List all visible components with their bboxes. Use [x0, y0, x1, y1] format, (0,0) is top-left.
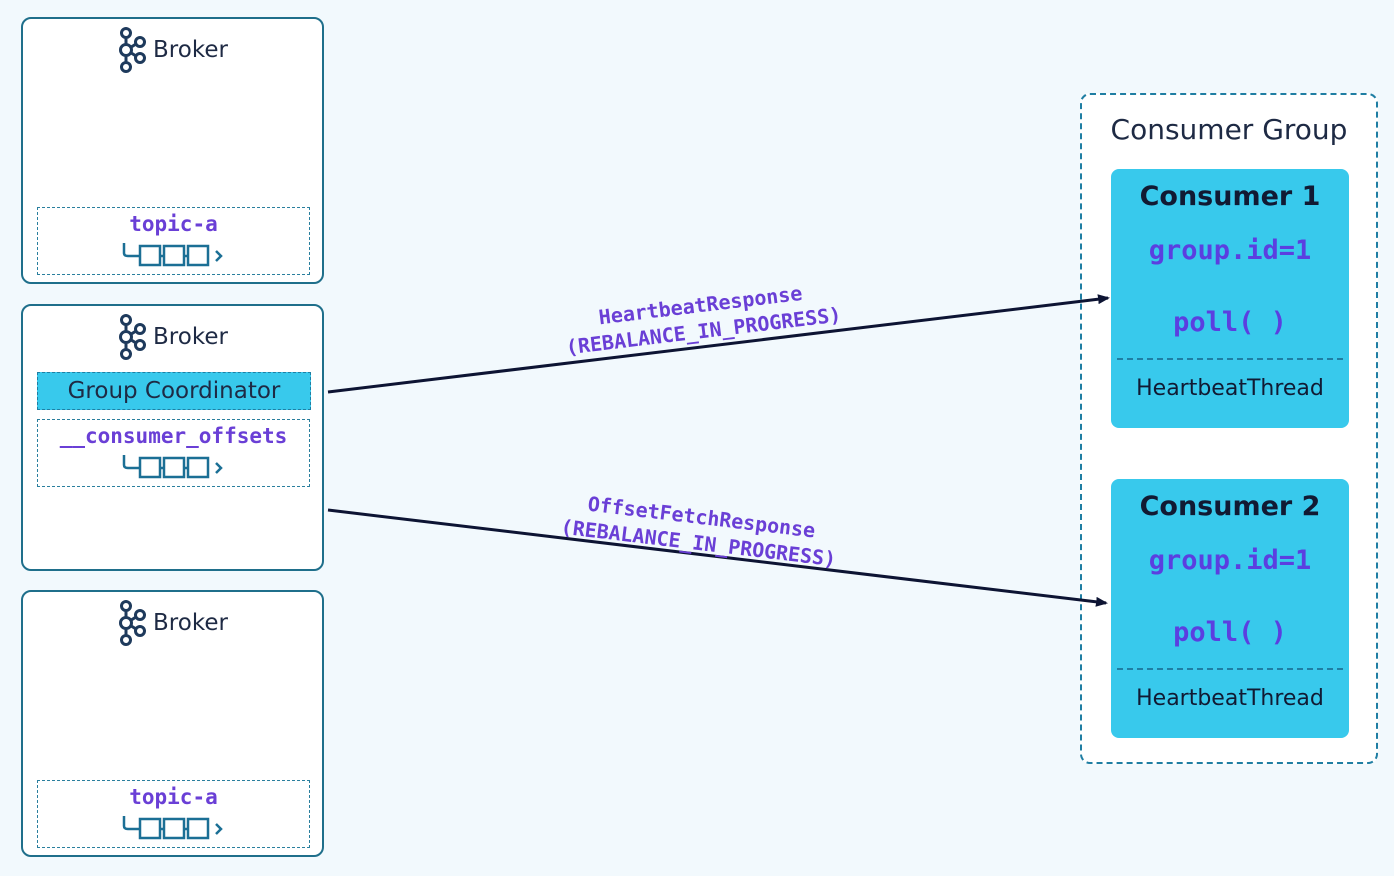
broker-label: Broker — [153, 324, 228, 350]
topic-name: __consumer_offsets — [59, 424, 288, 448]
broker-header: Broker — [23, 27, 322, 73]
topic-name: topic-a — [129, 785, 218, 809]
heartbeat-response-arrow — [327, 294, 1110, 394]
log-icon — [122, 243, 223, 267]
heartbeat-thread-label: HeartbeatThread — [1136, 376, 1324, 401]
broker-2: Broker Group Coordinator __consumer_offs… — [21, 304, 324, 571]
topic-box: topic-a — [37, 207, 310, 275]
consumer-name: Consumer 2 — [1139, 491, 1321, 522]
log-icon — [122, 816, 223, 840]
consumer-group: Consumer Group Consumer 1 group.id=1 pol… — [1080, 93, 1378, 764]
topic-box: topic-a — [37, 780, 310, 848]
consumer-group-id: group.id=1 — [1148, 545, 1312, 576]
group-coordinator: Group Coordinator — [37, 372, 311, 410]
consumer-divider — [1117, 358, 1343, 360]
broker-3: Broker topic-a — [21, 590, 324, 857]
broker-label: Broker — [153, 610, 228, 636]
topic-box: __consumer_offsets — [37, 419, 310, 487]
consumer-2: Consumer 2 group.id=1 poll( ) HeartbeatT… — [1111, 479, 1349, 738]
topic-name: topic-a — [129, 212, 218, 236]
heartbeat-thread-label: HeartbeatThread — [1136, 686, 1324, 711]
log-icon — [122, 455, 223, 479]
consumer-group-title: Consumer Group — [1110, 113, 1348, 146]
consumer-group-id: group.id=1 — [1148, 235, 1312, 266]
broker-header: Broker — [23, 600, 322, 646]
broker-label: Broker — [153, 37, 228, 63]
kafka-icon — [119, 314, 147, 360]
consumer-poll: poll( ) — [1173, 617, 1287, 648]
kafka-icon — [119, 27, 147, 73]
consumer-poll: poll( ) — [1173, 307, 1287, 338]
broker-1: Broker topic-a — [21, 17, 324, 284]
consumer-name: Consumer 1 — [1139, 181, 1321, 212]
kafka-icon — [119, 600, 147, 646]
broker-header: Broker — [23, 314, 322, 360]
consumer-1: Consumer 1 group.id=1 poll( ) HeartbeatT… — [1111, 169, 1349, 428]
consumer-divider — [1117, 668, 1343, 670]
offset-fetch-response-arrow — [327, 508, 1108, 607]
